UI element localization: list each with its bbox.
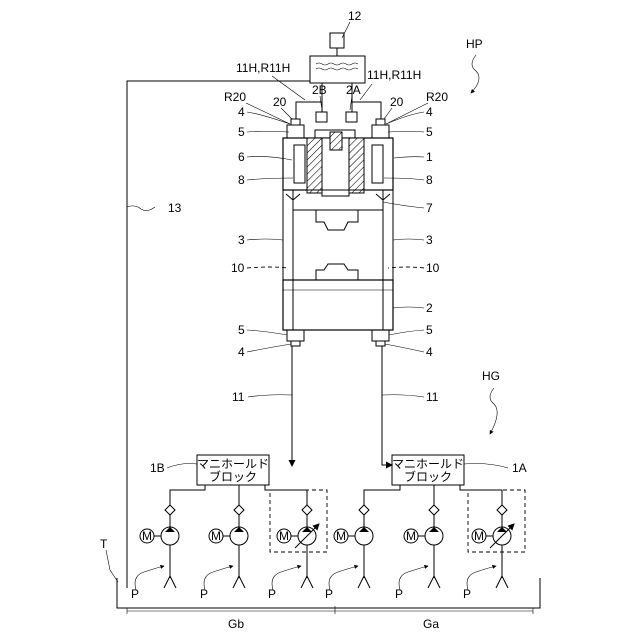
label-11-right: 11 [426,390,439,404]
group-divider [127,606,533,614]
motor-label: M [474,529,484,543]
label-10-left: 10 [231,261,245,275]
motor-label: M [279,529,289,543]
label-4-tl: 4 [238,105,245,119]
label-1: 1 [426,150,433,164]
label-8-left: 8 [238,173,245,187]
pump-leader [399,566,428,590]
label-5-bl: 5 [238,323,245,337]
label-5-br: 5 [426,323,433,337]
label-2a: 2A [346,83,361,97]
label-r20-right: R20 [426,90,448,104]
motor-label: M [336,529,346,543]
label-5-tr: 5 [426,125,433,139]
pump-label: P [131,587,139,601]
label-10-right: 10 [426,261,440,275]
check-valve [497,505,507,515]
label-1b: 1B [150,461,165,475]
label-12: 12 [348,9,362,23]
label-r20-left: R20 [224,90,246,104]
label-11-left: 11 [232,390,245,404]
label-t: T [100,537,108,551]
label-11h-right: 11H,R11H [367,68,421,82]
manifold-1b-line1: マニホールド [197,457,269,471]
bed-2 [283,280,393,330]
label-gb: Gb [228,617,244,631]
pump-label: P [268,587,276,601]
label-ga: Ga [423,617,439,631]
label-8-right: 8 [426,173,433,187]
label-5-tl: 5 [238,125,245,139]
label-11h-left: 11H,R11H [236,61,290,75]
check-valve [429,505,439,515]
pump-label: P [463,587,471,601]
label-13: 13 [168,201,182,215]
pump-leader [272,566,301,590]
ram-right-hatch [349,138,364,193]
pump-unit: MP [463,505,514,601]
manifold-1b-line2: ブロック [209,469,257,484]
pump-unit: MP [395,505,443,601]
pump-leader [467,566,496,590]
motor-label: M [406,529,416,543]
check-valve [359,505,369,515]
label-hg: HG [482,369,500,383]
pump-unit: MP [131,505,179,601]
check-valve [302,505,312,515]
label-20-left: 20 [273,95,287,109]
label-2b: 2B [312,83,327,97]
label-4-tr: 4 [426,105,433,119]
manifold-1a-line2: ブロック [404,469,452,484]
cylinder-8-left [294,145,305,183]
label-4-br: 4 [426,345,433,359]
motor-label: M [211,529,221,543]
pump-label: P [395,587,403,601]
cylinder-8-right [372,145,383,183]
pump-unit: MP [268,505,319,601]
manifold-outlets [170,485,502,510]
label-4-bl: 4 [238,345,245,359]
press-frame [283,119,393,455]
check-valve [234,505,244,515]
label-1a: 1A [512,461,527,475]
manifold-1a-line1: マニホールド [392,457,464,471]
label-hp: HP [466,37,483,51]
motor-label: M [142,529,152,543]
pump-leader [204,566,233,590]
pump-leader [329,566,358,590]
label-6: 6 [238,150,245,164]
label-3-left: 3 [238,233,245,247]
label-3-right: 3 [426,233,433,247]
pump-unit: MP [200,505,248,601]
pump-leader [135,566,164,590]
pump-unit: MP [325,505,373,601]
check-valve [165,505,175,515]
tank-12 [310,33,365,83]
label-2: 2 [426,301,433,315]
pump-label: P [325,587,333,601]
pump-label: P [200,587,208,601]
ram-left-hatch [307,138,322,193]
label-7: 7 [426,201,433,215]
label-20-right: 20 [390,95,404,109]
